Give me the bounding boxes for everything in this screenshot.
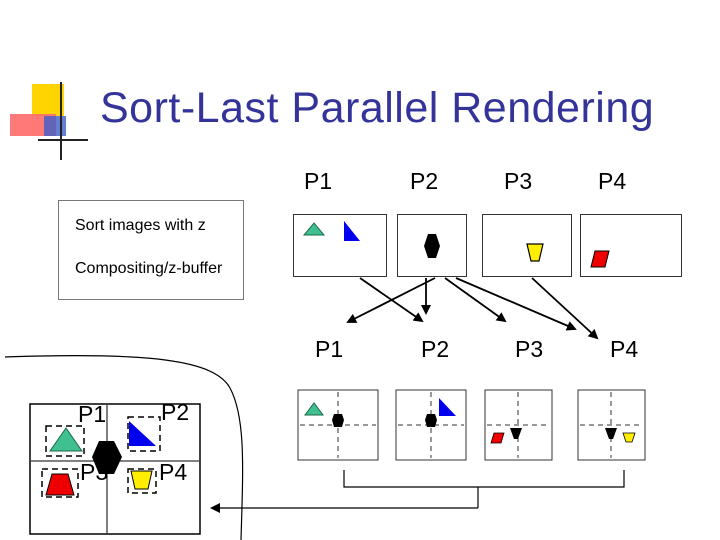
title-logo bbox=[10, 82, 90, 162]
black-hexagon-icon bbox=[605, 428, 617, 439]
sort-box: Sort images with z Compositing/z-buffer bbox=[58, 200, 244, 300]
slide-title: Sort-Last Parallel Rendering bbox=[100, 84, 655, 132]
mid-label-p2: P2 bbox=[421, 336, 450, 362]
composited-tile-p2 bbox=[395, 389, 467, 461]
sort-box-line2: Compositing/z-buffer bbox=[75, 260, 223, 277]
blue-triangle-icon bbox=[129, 421, 156, 446]
top-label-p4: P4 bbox=[598, 168, 627, 194]
p4-shapes bbox=[590, 250, 610, 268]
red-parallelogram-icon bbox=[490, 432, 505, 444]
composited-tile-p4 bbox=[577, 389, 646, 461]
composited-tile-p1 bbox=[297, 389, 379, 461]
logo-graphic bbox=[10, 82, 88, 160]
final-label-p4: P4 bbox=[159, 459, 187, 485]
p3-shapes bbox=[526, 243, 544, 262]
black-hexagon-icon bbox=[332, 414, 344, 427]
blue-triangle-icon bbox=[439, 398, 456, 416]
top-panel-p1 bbox=[293, 214, 387, 277]
mid-label-p4: P4 bbox=[610, 336, 639, 362]
yellow-trapezoid-icon bbox=[622, 432, 636, 443]
black-hexagon-icon bbox=[425, 414, 437, 427]
final-label-p1: P1 bbox=[78, 401, 106, 427]
green-triangle-icon bbox=[304, 402, 324, 416]
p1-shapes bbox=[302, 221, 360, 241]
green-triangle-icon bbox=[49, 427, 83, 452]
top-panel-p4 bbox=[580, 214, 682, 277]
arrow-p3-to-p4 bbox=[531, 277, 599, 340]
gather-bracket bbox=[210, 470, 625, 513]
composited-tile-p3 bbox=[484, 389, 553, 461]
top-panel-p3 bbox=[482, 214, 572, 277]
arrow-p2-to-p1 bbox=[346, 277, 436, 323]
sort-box-line1: Sort images with z bbox=[75, 217, 206, 234]
green-triangle-icon bbox=[302, 222, 326, 236]
final-image: P1 P2 P3 P4 bbox=[29, 399, 201, 535]
black-hexagon-icon bbox=[424, 234, 440, 258]
yellow-trapezoid-icon bbox=[526, 243, 544, 262]
final-label-p2: P2 bbox=[161, 399, 189, 425]
exchange-arrows bbox=[346, 277, 599, 340]
yellow-trapezoid-icon bbox=[130, 470, 153, 490]
mid-label-p3: P3 bbox=[515, 336, 544, 362]
top-label-p3: P3 bbox=[504, 168, 533, 194]
top-label-p2: P2 bbox=[410, 168, 439, 194]
boundary-curve bbox=[4, 355, 244, 540]
black-hexagon-icon bbox=[92, 441, 122, 474]
red-parallelogram-icon bbox=[45, 473, 75, 496]
blue-triangle-icon bbox=[344, 221, 360, 241]
final-label-p3: P3 bbox=[80, 459, 108, 485]
p2-shapes bbox=[424, 234, 440, 258]
red-parallelogram-icon bbox=[590, 250, 610, 268]
arrow-p2-to-p4 bbox=[455, 277, 577, 331]
top-panel-p2 bbox=[397, 214, 467, 277]
mid-label-p1: P1 bbox=[315, 336, 344, 362]
top-label-p1: P1 bbox=[304, 168, 333, 194]
arrow-p2-to-p3 bbox=[444, 277, 507, 323]
black-hexagon-icon bbox=[510, 428, 522, 439]
